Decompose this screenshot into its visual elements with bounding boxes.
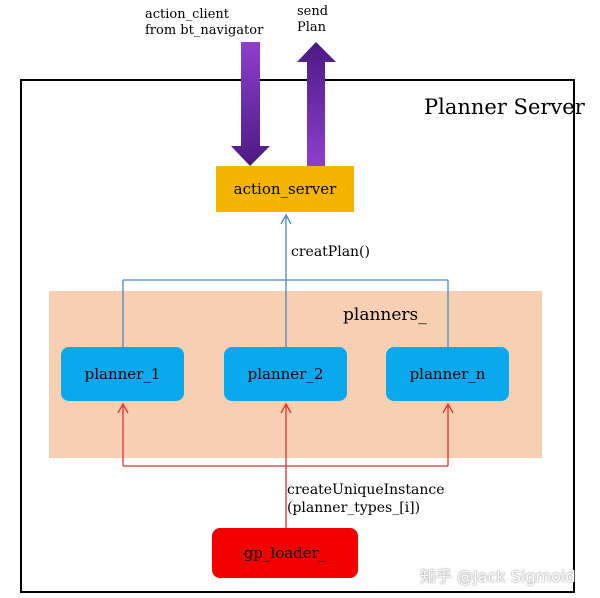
create-instance-label-line1: createUniqueInstance <box>287 482 445 498</box>
planner-server-title: Planner Server <box>424 95 585 119</box>
planner-node-n: planner_n <box>386 347 509 401</box>
watermark: 知乎 @Jack Sigmoid <box>420 567 576 586</box>
creat-plan-edge-label: creatPlan() <box>291 244 370 260</box>
planner-node-2-label: planner_2 <box>247 365 324 383</box>
creat-plan-arrowhead <box>280 213 292 225</box>
action-client-label-line2: from bt_navigator <box>145 23 264 38</box>
planner-node-1-label: planner_1 <box>84 365 161 383</box>
gp-loader-label: gp_loader_ <box>243 544 327 562</box>
planner-node-1: planner_1 <box>61 347 184 401</box>
send-plan-label-line1: send <box>297 4 329 19</box>
planner-node-n-label: planner_n <box>409 365 486 383</box>
gp-loader-node: gp_loader_ <box>212 528 358 578</box>
planners-label: planners_ <box>343 305 427 325</box>
create-instance-label-line2: (planner_types_[i]) <box>287 500 421 516</box>
action-client-label-line1: action_client <box>145 7 229 22</box>
creat-plan-lines <box>122 216 449 347</box>
send-plan-label: send Plan <box>297 4 328 36</box>
send-plan-label-line2: Plan <box>297 20 327 35</box>
action-client-label: action_client from bt_navigator <box>145 7 263 39</box>
outgoing-plan-arrow <box>297 42 336 166</box>
action-server-node: action_server <box>216 166 354 212</box>
planner-node-2: planner_2 <box>224 347 347 401</box>
create-instance-arrowheads <box>117 402 454 414</box>
action-server-label: action_server <box>233 180 337 198</box>
planner-server-frame <box>20 79 575 593</box>
create-instance-lines <box>122 406 449 528</box>
incoming-request-arrow <box>231 42 270 166</box>
create-instance-edge-label: createUniqueInstance (planner_types_[i]) <box>287 481 444 517</box>
